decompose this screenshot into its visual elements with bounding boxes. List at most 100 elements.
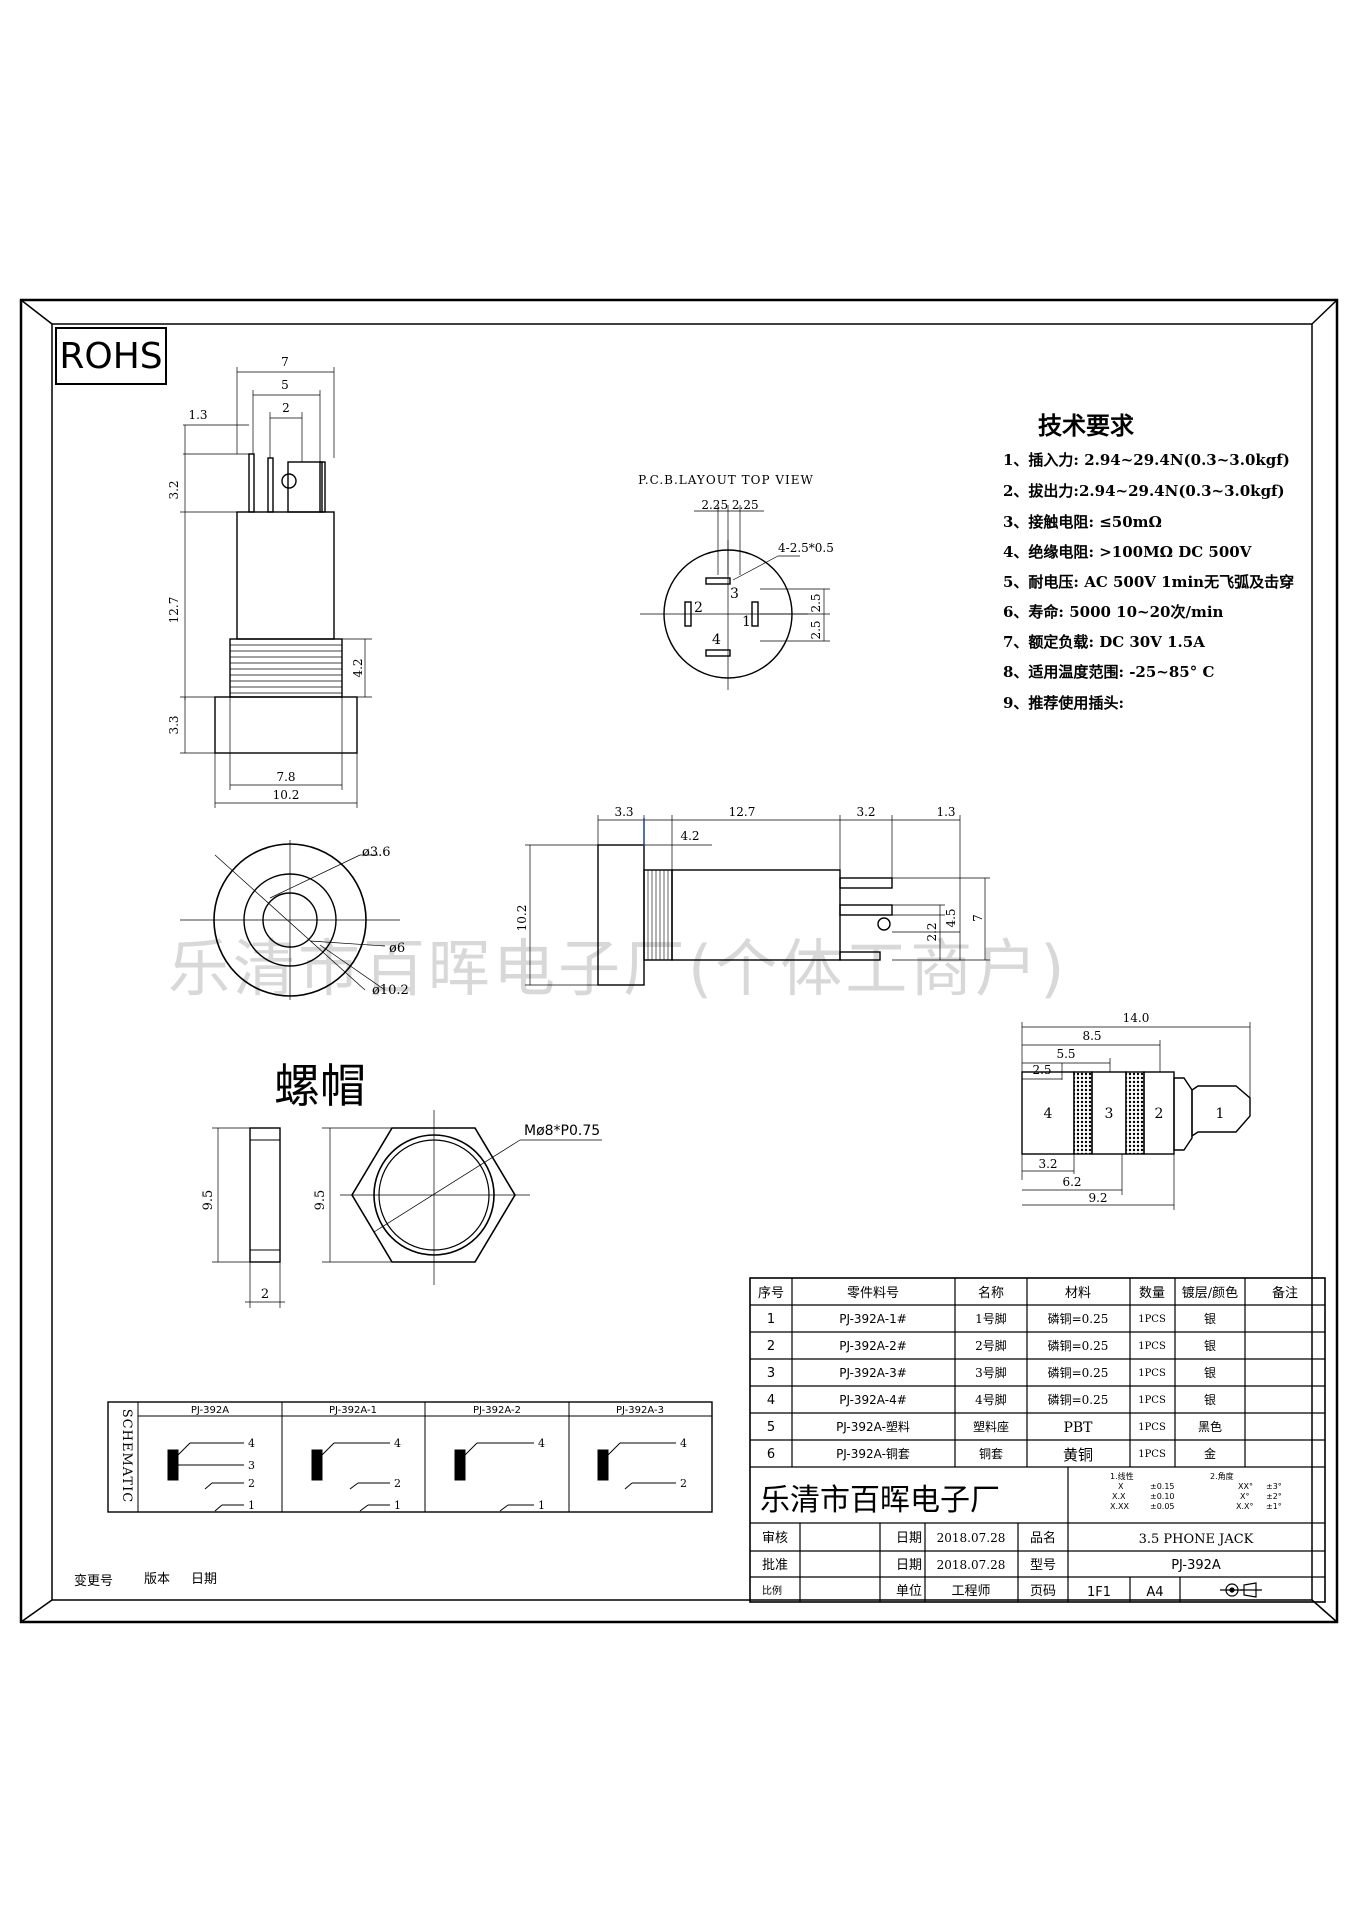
tech-item-3: 3、接触电阻: ≤50mΩ	[1003, 513, 1162, 531]
bom-cell: 银	[1204, 1393, 1216, 1407]
company-name: 乐清市百晖电子厂	[760, 1483, 1000, 1518]
bom-header: 序号 零件料号 名称 材料 数量 镀层/颜色 备注	[758, 1285, 1298, 1301]
sheet-frame	[19, 298, 1339, 1624]
bom-cell: PJ-392A-塑料	[836, 1419, 910, 1434]
plug-dim-14: 14.0	[1123, 1011, 1150, 1025]
svg-text:1: 1	[248, 1499, 255, 1512]
plug-ring-1: 1	[1216, 1106, 1225, 1122]
table-row: 4 PJ-392A-4# 4号脚 磷铜=0.25 1PCS 银	[767, 1392, 1216, 1408]
table-row: 2 PJ-392A-2# 2号脚 磷铜=0.25 1PCS 银	[767, 1338, 1216, 1354]
dim-7.8: 7.8	[276, 770, 295, 784]
schematic-symbols: 4 3 2 1 4 2 1 4 1 4 2	[167, 1437, 687, 1512]
front-dim-10.2: ø10.2	[372, 983, 409, 998]
bom-cell: 金	[1204, 1446, 1216, 1461]
schematic-label: SCHEMATIC	[119, 1409, 134, 1503]
tech-item-5: 5、耐电压: AC 500V 1min无飞弧及击穿	[1003, 573, 1294, 591]
bom-cell: 1PCS	[1138, 1341, 1166, 1352]
horizontal-view	[525, 815, 990, 986]
product-name-label: 品名	[1030, 1530, 1056, 1546]
projection-symbol-icon	[1220, 1582, 1262, 1598]
bom-header-part: 零件料号	[847, 1286, 899, 1301]
svg-text:2: 2	[248, 1477, 255, 1490]
tol-cell: X°	[1240, 1492, 1249, 1501]
tol-cell: ±2°	[1266, 1492, 1282, 1501]
tol-cell: X.X	[1112, 1492, 1126, 1501]
bom-cell: PJ-392A-4#	[839, 1393, 907, 1407]
revision-version-label: 版本	[144, 1572, 170, 1587]
date-label-2: 日期	[896, 1558, 922, 1573]
rohs-badge: ROHS	[55, 327, 167, 385]
bom-cell: 2号脚	[975, 1338, 1007, 1353]
front-dim-6: ø6	[389, 941, 405, 956]
bom-cell: 4号脚	[975, 1392, 1007, 1407]
tol-cell: X.X°	[1236, 1502, 1254, 1511]
svg-text:4: 4	[394, 1437, 401, 1450]
bom-cell: 磷铜=0.25	[1048, 1338, 1109, 1353]
schematic-col-4: PJ-392A-3	[616, 1405, 664, 1416]
bom-cell: 1PCS	[1138, 1422, 1166, 1433]
bom-cell: PJ-392A-2#	[839, 1339, 907, 1353]
hv-dim-3.2: 3.2	[856, 805, 875, 819]
dim-7: 7	[281, 355, 289, 369]
svg-text:4: 4	[538, 1437, 545, 1450]
hv-dim-4.5: 4.5	[944, 908, 958, 927]
schematic-table	[107, 1401, 713, 1513]
bom-cell: 3号脚	[975, 1365, 1007, 1380]
svg-text:4: 4	[248, 1437, 255, 1450]
dim-5: 5	[281, 378, 289, 392]
pcb-layout: P.C.B.LAYOUT TOP VIEW 2.25 2.25 4-2.5*0.…	[638, 473, 834, 690]
bom-table	[749, 1277, 1326, 1603]
hv-dim-7: 7	[971, 914, 985, 922]
tech-title: 技术要求	[1038, 411, 1134, 440]
nut-dim-9.5a: 9.5	[201, 1190, 216, 1211]
pcb-pin-1: 1	[742, 614, 751, 630]
svg-text:3: 3	[248, 1459, 255, 1472]
hv-dim-3.3: 3.3	[614, 805, 633, 819]
svg-text:1: 1	[394, 1499, 401, 1512]
dim-1.3: 1.3	[188, 408, 207, 422]
paper-size-value: A4	[1146, 1585, 1163, 1600]
bom-cell: 铜套	[979, 1446, 1003, 1461]
bom-cell: 磷铜=0.25	[1048, 1311, 1109, 1326]
bom-cell: 1	[767, 1312, 775, 1327]
tech-item-9: 9、推荐使用插头:	[1003, 694, 1124, 712]
nut-title: 螺帽	[274, 1059, 366, 1113]
page-value: 1F1	[1087, 1585, 1111, 1600]
revision-change-label: 变更号	[74, 1573, 113, 1589]
bom-cell: 黑色	[1198, 1420, 1222, 1434]
tol-cell: X	[1118, 1482, 1124, 1491]
pcb-hole-spec: 4-2.5*0.5	[778, 541, 834, 555]
pcb-dim-225: 2.25 2.25	[701, 498, 758, 512]
bom-cell: 6	[767, 1447, 775, 1462]
tolerance-linear-title: 1.线性	[1110, 1471, 1134, 1481]
tol-cell: ±0.15	[1150, 1482, 1175, 1491]
nut-drawing	[212, 1110, 602, 1308]
tech-item-6: 6、寿命: 5000 10~20次/min	[1003, 603, 1224, 621]
tech-item-4: 4、绝缘电阻: >100MΩ DC 500V	[1003, 543, 1252, 561]
bom-cell: 银	[1204, 1312, 1216, 1326]
hv-dim-2.2: 2.2	[925, 922, 939, 941]
plug-dim-8.5: 8.5	[1082, 1029, 1101, 1043]
tech-item-8: 8、适用温度范围: -25~85° C	[1003, 663, 1214, 681]
nut-thread: Mø8*P0.75	[524, 1123, 600, 1139]
plug-dim-3.2: 3.2	[1038, 1157, 1057, 1171]
plug-dim-9.2: 9.2	[1088, 1191, 1107, 1205]
bom-cell: 黄铜	[1063, 1446, 1093, 1464]
bom-cell: 1PCS	[1138, 1314, 1166, 1325]
bom-cell: 银	[1204, 1366, 1216, 1380]
dim-3.3: 3.3	[167, 715, 181, 734]
bom-cell: 1号脚	[975, 1311, 1007, 1326]
bom-header-name: 名称	[978, 1285, 1004, 1301]
bom-cell: 1PCS	[1138, 1368, 1166, 1379]
svg-text:2: 2	[680, 1477, 687, 1490]
table-row: 5 PJ-392A-塑料 塑料座 PBT 1PCS 黑色	[767, 1419, 1222, 1436]
front-dim-3.6: ø3.6	[362, 845, 391, 860]
plug-dim-5.5: 5.5	[1056, 1047, 1075, 1061]
bom-cell: 磷铜=0.25	[1048, 1392, 1109, 1407]
dim-4.2: 4.2	[351, 658, 365, 677]
pcb-pin-2: 2	[694, 600, 703, 616]
dim-3.2: 3.2	[167, 480, 181, 499]
tech-requirements: 技术要求 1、插入力: 2.94~29.4N(0.3~3.0kgf) 2、拔出力…	[1003, 411, 1294, 712]
table-row: 3 PJ-392A-3# 3号脚 磷铜=0.25 1PCS 银	[767, 1365, 1216, 1381]
side-view-dims: 7 5 2 1.3 3.2 12.7 4.2 3.3 7.8 10.2	[167, 355, 365, 802]
